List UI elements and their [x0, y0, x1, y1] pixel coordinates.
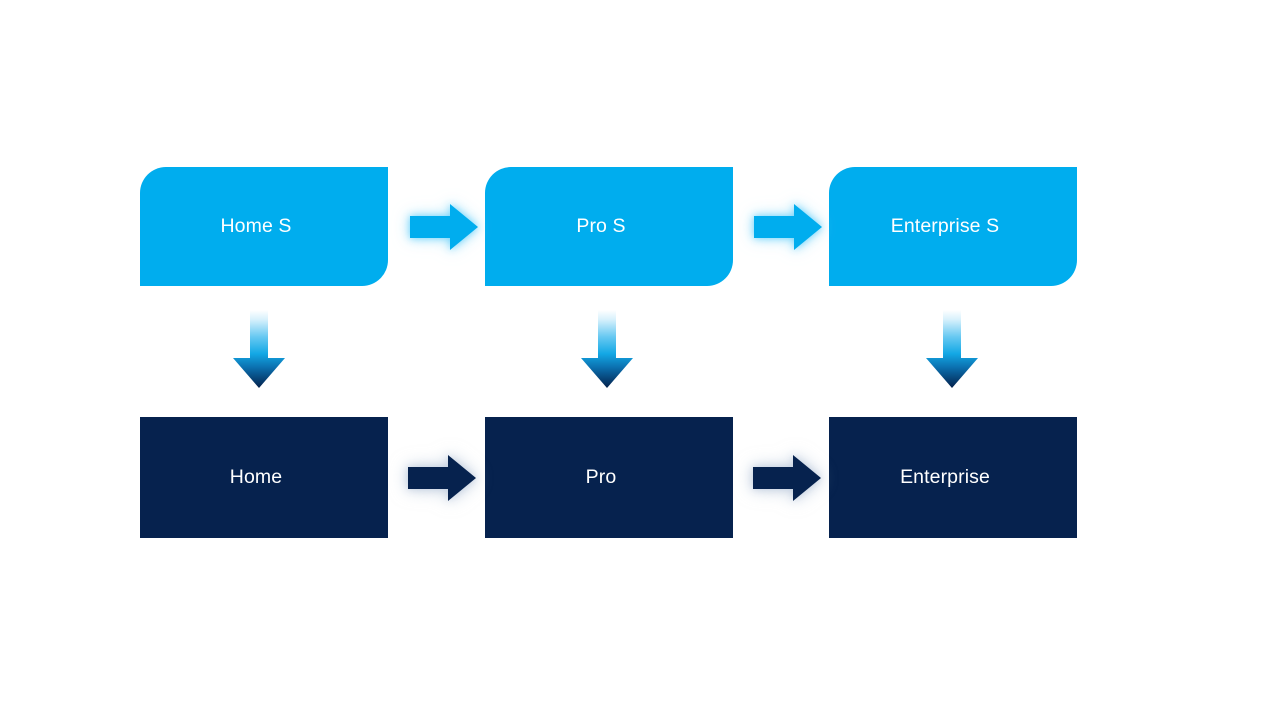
arrow-home-to-pro — [408, 455, 476, 501]
node-pro-label: Pro — [585, 465, 617, 488]
node-pro-s-label: Pro S — [576, 214, 626, 237]
arrow-pro-to-enterprise — [753, 455, 821, 501]
arrow-down-icon — [581, 310, 633, 388]
arrow-down-icon — [233, 310, 285, 388]
arrow-pro-s-to-enterprise-s — [754, 204, 822, 250]
arrow-home-s-to-home — [233, 310, 285, 388]
node-enterprise-s[interactable]: Enterprise S — [829, 167, 1077, 286]
arrow-right-icon — [753, 455, 821, 501]
arrow-enterprise-s-to-enterprise — [926, 310, 978, 388]
node-pro[interactable]: Pro — [485, 417, 733, 538]
node-pro-s[interactable]: Pro S — [485, 167, 733, 286]
arrow-right-icon — [408, 455, 476, 501]
node-enterprise-s-label: Enterprise S — [890, 214, 1000, 237]
node-home-s-label: Home S — [220, 214, 292, 237]
arrow-pro-s-to-pro — [581, 310, 633, 388]
arrow-right-icon — [754, 204, 822, 250]
node-home-label: Home — [229, 465, 283, 488]
node-home[interactable]: Home — [140, 417, 388, 538]
node-home-s[interactable]: Home S — [140, 167, 388, 286]
arrow-home-s-to-pro-s — [410, 204, 478, 250]
arrow-right-icon — [410, 204, 478, 250]
arrow-down-icon — [926, 310, 978, 388]
node-enterprise[interactable]: Enterprise — [829, 417, 1077, 538]
node-enterprise-label: Enterprise — [900, 465, 990, 488]
